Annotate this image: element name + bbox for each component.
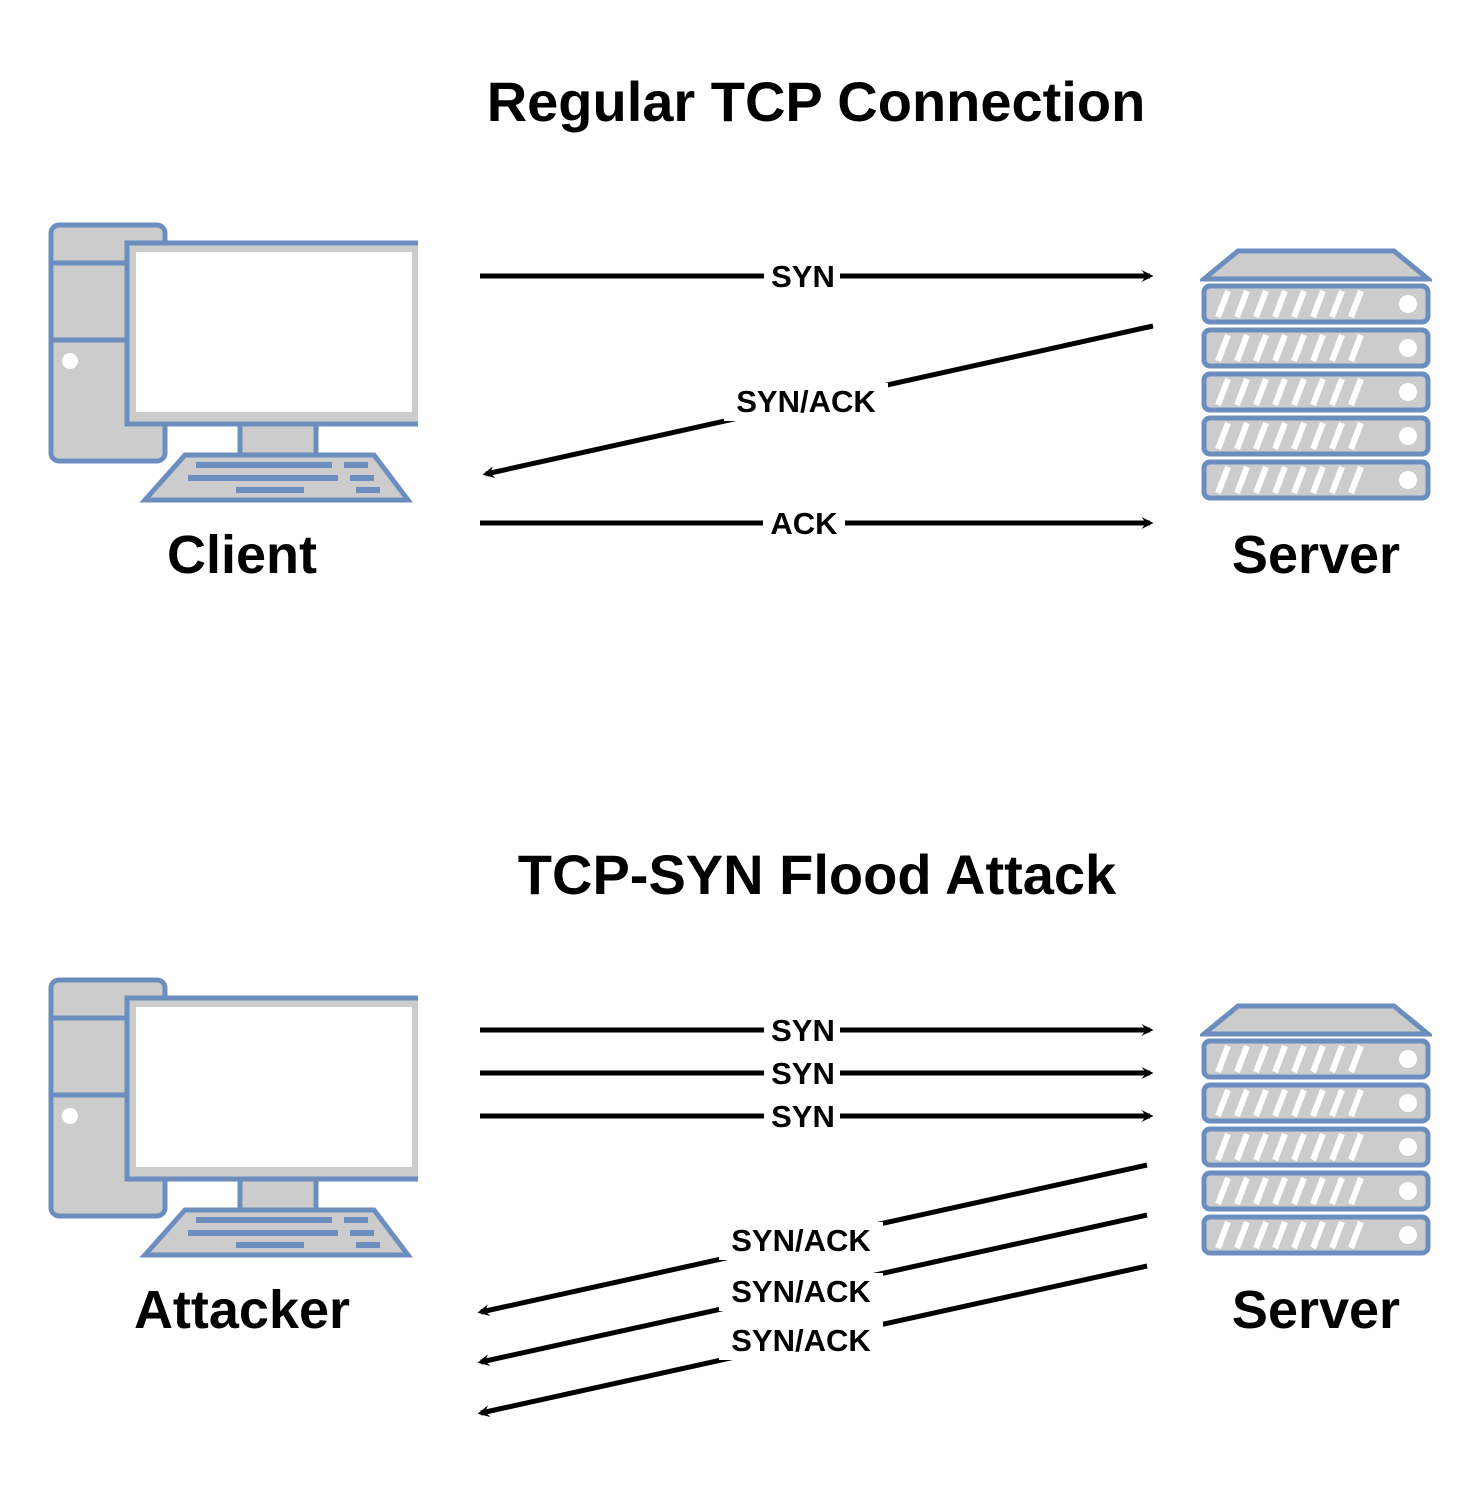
flood-message-syn-ack-3: SYN/ACK [477,1263,1148,1418]
flood-server-rack-icon [1204,1006,1428,1253]
regular-message-syn-ack: SYN/ACK [482,323,1154,479]
flood-message-syn-ack-1: SYN/ACK [477,1162,1148,1317]
flood-message-syn-2: SYN [480,1056,1154,1091]
server-label: Server [1232,525,1400,585]
flood-message-syn-3: SYN [480,1099,1154,1134]
flood-syn-ack-label: SYN/ACK [731,1274,871,1309]
attacker-label: Attacker [134,1280,350,1340]
regular-message-syn: SYN [480,259,1154,294]
client-computer-icon [51,225,429,500]
regular-message-ack: ACK [480,506,1154,541]
flood-syn-label: SYN [771,1056,835,1091]
server-rack-icon [1204,251,1428,498]
flood-message-syn-ack-2: SYN/ACK [477,1212,1148,1367]
regular-title: Regular TCP Connection [487,70,1146,133]
flood-syn-label: SYN [771,1099,835,1134]
client-label: Client [167,525,317,585]
flood-title: TCP-SYN Flood Attack [518,843,1117,906]
flood-syn-label: SYN [771,1013,835,1048]
syn-arrow-label: SYN [771,259,835,294]
flood-syn-ack-label: SYN/ACK [731,1223,871,1258]
syn-ack-arrow-label: SYN/ACK [736,384,876,419]
flood-server-label: Server [1232,1280,1400,1340]
flood-syn-ack-label: SYN/ACK [731,1323,871,1358]
flood-message-syn-1: SYN [480,1013,1154,1048]
ack-arrow-label: ACK [770,506,838,541]
attacker-computer-icon [51,980,429,1255]
